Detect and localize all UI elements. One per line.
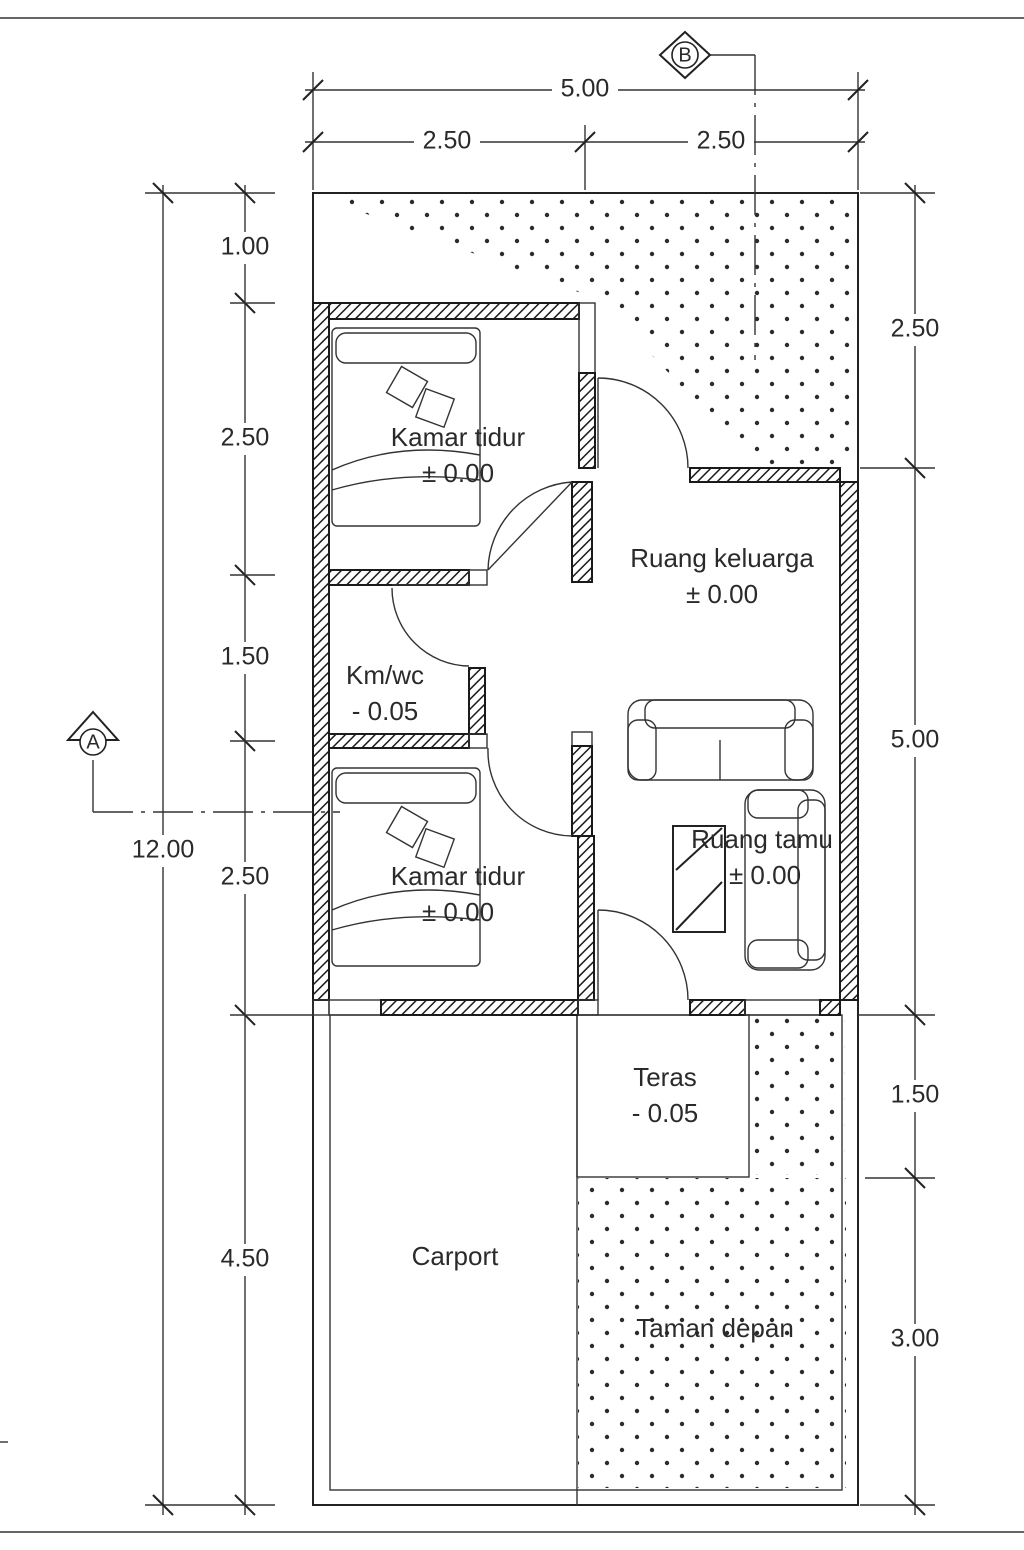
armchair [744,789,826,971]
dim-left-1: 1.00 [221,233,270,261]
room-name-terrace: Teras [633,1062,697,1092]
dim-left-3: 1.50 [221,643,270,671]
room-level-bedroom-bottom: ± 0.00 [422,897,494,927]
sofa [627,699,814,781]
room-name-family-room: Ruang keluarga [630,543,814,573]
bed-bottom [331,767,481,967]
room-name-bathroom: Km/wc [346,660,424,690]
dim-top-right: 2.50 [697,127,746,155]
dim-right-3: 1.50 [891,1081,940,1109]
dim-right-4: 3.00 [891,1325,940,1353]
room-labels: Kamar tidur ± 0.00 Ruang keluarga ± 0.00… [346,422,833,1343]
dim-left-5: 4.50 [221,1245,270,1273]
dim-right-1: 2.50 [891,315,940,343]
section-label-a: A [86,731,100,753]
dimension-labels: 5.00 2.50 2.50 12.00 1.00 2.50 1.50 2.50… [128,75,947,1356]
walls [312,302,859,1016]
room-level-bathroom: - 0.05 [352,696,419,726]
dim-left-4: 2.50 [221,863,270,891]
room-level-family-room: ± 0.00 [686,579,758,609]
room-name-bedroom-bottom: Kamar tidur [391,861,526,891]
room-name-front-garden: Taman depan [636,1313,794,1343]
room-name-carport: Carport [412,1241,499,1271]
section-marker-a: A [65,710,121,756]
section-marker-b: B [658,30,712,80]
room-name-bedroom-top: Kamar tidur [391,422,526,452]
dim-left-total: 12.00 [132,836,195,864]
sheet-border [0,17,1024,1533]
room-level-bedroom-top: ± 0.00 [422,458,494,488]
section-label-b: B [678,44,691,66]
dim-left-2: 2.50 [221,424,270,452]
garden-texture [315,195,858,1488]
coffee-table [672,825,726,933]
dim-top-left: 2.50 [423,127,472,155]
room-level-terrace: - 0.05 [632,1098,699,1128]
dim-top-total: 5.00 [561,75,610,103]
dim-right-2: 5.00 [891,726,940,754]
bed-top [331,327,481,527]
room-name-living-room: Ruang tamu [691,824,833,854]
doors [391,377,689,1001]
room-level-living-room: ± 0.00 [729,860,801,890]
